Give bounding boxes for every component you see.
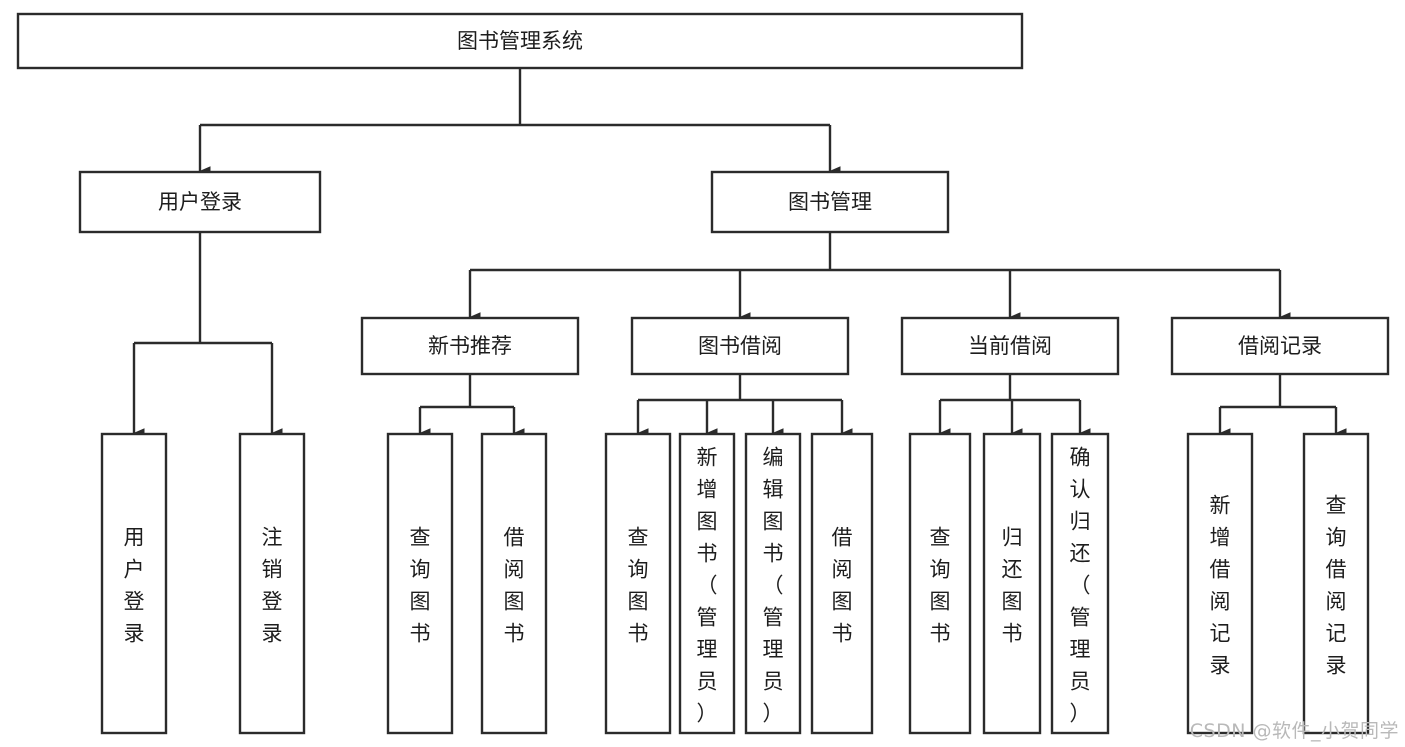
node-n-new-rec[interactable]: 新书推荐 [360, 316, 580, 376]
node-box-l-edit-book[interactable] [744, 432, 802, 735]
node-l-borrow-1[interactable]: 借阅图书 [480, 432, 548, 735]
node-label-l-borrow-1: 借阅图书 [504, 525, 525, 645]
node-label-n-user-login: 用户登录 [158, 190, 242, 214]
node-box-n-new-rec[interactable] [360, 316, 580, 376]
node-label-l-edit-book: 编辑图书（管理员） [763, 445, 784, 725]
node-label-l-query-2: 查询图书 [628, 525, 649, 645]
node-n-record[interactable]: 借阅记录 [1170, 316, 1390, 376]
node-box-l-add-book[interactable] [678, 432, 736, 735]
node-n-borrow[interactable]: 图书借阅 [630, 316, 850, 376]
node-l-borrow-2[interactable]: 借阅图书 [810, 432, 874, 735]
node-label-n-new-rec: 新书推荐 [428, 334, 512, 358]
node-l-logout[interactable]: 注销登录 [238, 432, 306, 735]
node-box-root[interactable] [16, 12, 1024, 70]
node-l-query-1[interactable]: 查询图书 [386, 432, 454, 735]
node-label-l-return: 归还图书 [1002, 525, 1023, 645]
connector-group-n-record [1218, 374, 1347, 438]
connector-group-n-user-login [132, 232, 283, 438]
node-l-user-login[interactable]: 用户登录 [100, 432, 168, 735]
node-box-l-add-record[interactable] [1186, 432, 1254, 735]
connector-group-n-book-manage [468, 232, 1291, 322]
node-label-l-add-book: 新增图书（管理员） [697, 445, 718, 725]
node-box-n-user-login[interactable] [78, 170, 322, 234]
node-box-l-query-3[interactable] [908, 432, 972, 735]
node-layer: 图书管理系统用户登录图书管理新书推荐图书借阅当前借阅借阅记录用户登录注销登录查询… [16, 12, 1390, 735]
node-l-edit-book[interactable]: 编辑图书（管理员） [744, 432, 802, 735]
node-box-n-borrow[interactable] [630, 316, 850, 376]
node-label-l-query-record: 查询借阅记录 [1326, 493, 1347, 677]
node-box-l-query-1[interactable] [386, 432, 454, 735]
node-n-book-manage[interactable]: 图书管理 [710, 170, 950, 234]
node-label-l-confirm: 确认归还（管理员） [1070, 445, 1091, 725]
connector-group-n-current [938, 374, 1091, 438]
node-box-l-query-2[interactable] [604, 432, 672, 735]
node-label-l-query-1: 查询图书 [410, 525, 431, 645]
connector-group-n-borrow [636, 374, 853, 438]
node-label-n-record: 借阅记录 [1238, 334, 1322, 358]
node-box-l-confirm[interactable] [1050, 432, 1110, 735]
node-box-l-borrow-2[interactable] [810, 432, 874, 735]
node-label-root: 图书管理系统 [457, 29, 583, 53]
connector-group-root [198, 68, 841, 176]
node-root[interactable]: 图书管理系统 [16, 12, 1024, 70]
node-box-l-return[interactable] [982, 432, 1042, 735]
node-label-l-borrow-2: 借阅图书 [832, 525, 853, 645]
node-label-l-user-login: 用户登录 [124, 525, 145, 645]
node-label-l-add-record: 新增借阅记录 [1210, 493, 1231, 677]
node-label-l-query-3: 查询图书 [930, 525, 951, 645]
node-n-current[interactable]: 当前借阅 [900, 316, 1120, 376]
node-l-add-record[interactable]: 新增借阅记录 [1186, 432, 1254, 735]
node-label-l-logout: 注销登录 [262, 525, 283, 645]
node-l-query-3[interactable]: 查询图书 [908, 432, 972, 735]
node-l-query-2[interactable]: 查询图书 [604, 432, 672, 735]
connector-layer [132, 68, 1347, 438]
connector-group-n-new-rec [418, 374, 525, 438]
node-box-n-record[interactable] [1170, 316, 1390, 376]
node-label-n-borrow: 图书借阅 [698, 334, 782, 358]
node-n-user-login[interactable]: 用户登录 [78, 170, 322, 234]
node-l-query-record[interactable]: 查询借阅记录 [1302, 432, 1370, 735]
node-box-l-logout[interactable] [238, 432, 306, 735]
node-label-n-current: 当前借阅 [968, 334, 1052, 358]
node-label-n-book-manage: 图书管理 [788, 190, 872, 214]
node-box-n-current[interactable] [900, 316, 1120, 376]
node-l-add-book[interactable]: 新增图书（管理员） [678, 432, 736, 735]
node-box-l-query-record[interactable] [1302, 432, 1370, 735]
node-box-l-borrow-1[interactable] [480, 432, 548, 735]
node-box-n-book-manage[interactable] [710, 170, 950, 234]
node-l-return[interactable]: 归还图书 [982, 432, 1042, 735]
node-box-l-user-login[interactable] [100, 432, 168, 735]
node-l-confirm[interactable]: 确认归还（管理员） [1050, 432, 1110, 735]
